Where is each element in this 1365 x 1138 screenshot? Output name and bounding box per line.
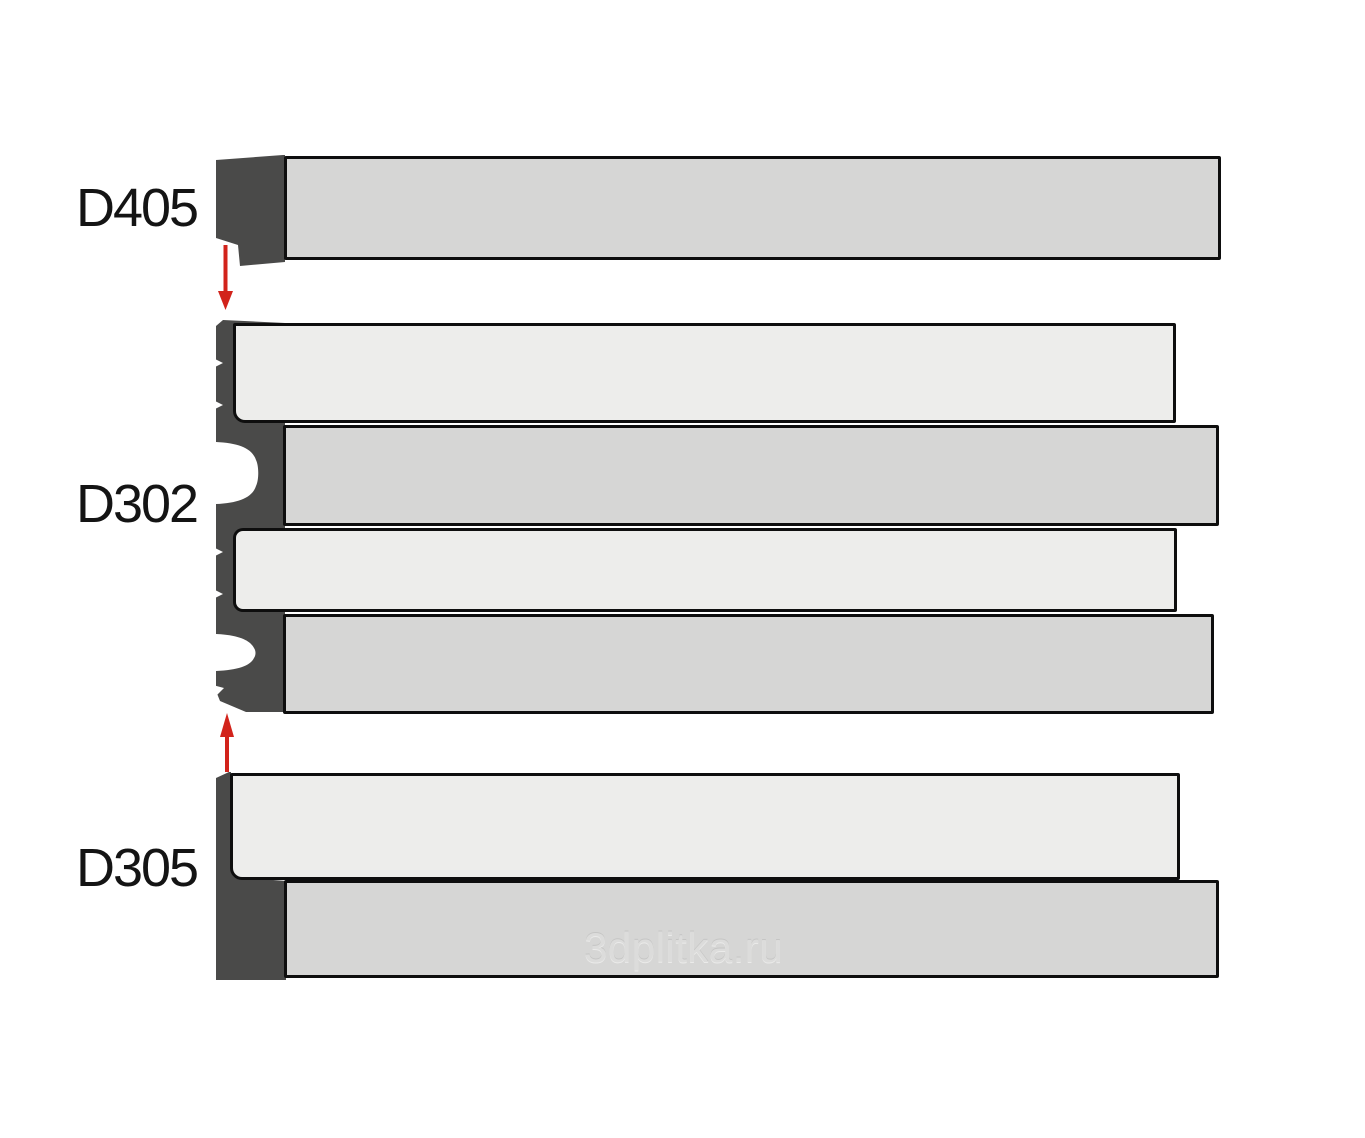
down-arrow-icon (218, 245, 233, 310)
panel-board-d405 (284, 156, 1221, 260)
panel-board-d302-4 (283, 614, 1214, 714)
d405-profile-shape (216, 155, 285, 266)
d302-groove-notch-bottom (216, 634, 256, 671)
profile-label-d305: D305 (76, 838, 199, 898)
panel-board-d302-3 (233, 528, 1177, 612)
up-arrow-shaft (225, 734, 229, 772)
watermark-text: 3dplitka.ru (584, 924, 784, 971)
panel-board-d305-2 (284, 880, 1219, 978)
down-arrow-head (218, 291, 233, 310)
panel-board-d305-1 (230, 773, 1180, 880)
panel-board-d302-1 (233, 323, 1176, 423)
d302-groove-notch-top (216, 442, 259, 504)
d305-profile-shape (216, 772, 286, 980)
d302-edge-nick-4 (213, 589, 223, 599)
panel-board-d302-2 (283, 425, 1219, 526)
down-arrow-shaft (223, 245, 228, 293)
profile-label-d405: D405 (76, 178, 199, 238)
up-arrow-head (220, 713, 234, 737)
d302-edge-nick-2 (213, 400, 223, 410)
d302-edge-nick-3 (213, 547, 223, 557)
profile-label-d302: D302 (76, 474, 199, 534)
d302-edge-nick-1 (213, 358, 223, 368)
d302-foot-nick (209, 684, 224, 700)
up-arrow-icon (220, 713, 234, 772)
